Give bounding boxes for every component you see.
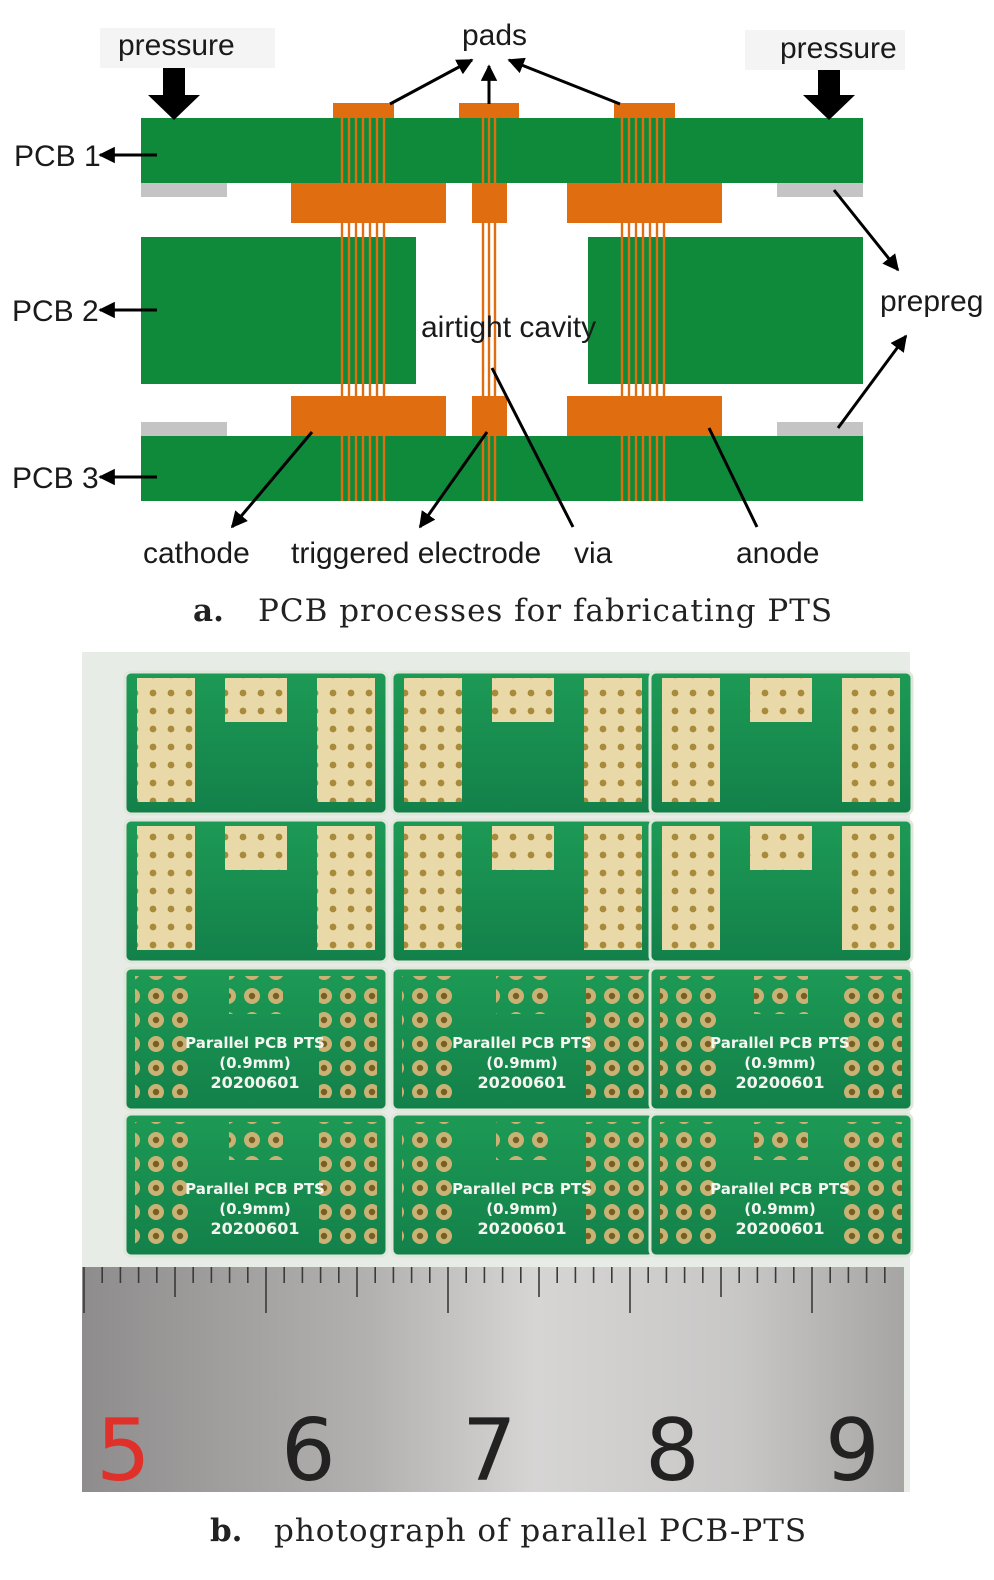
board-silkscreen-text: 20200601 [735, 1219, 824, 1238]
ruler-number-7: 7 [462, 1401, 517, 1501]
pad-top-right [614, 103, 675, 118]
board-array: Parallel PCB PTS(0.9mm)20200601Parallel … [123, 670, 914, 1258]
prepreg-bottom-left [141, 422, 227, 436]
caption-b-letter: b. [210, 1513, 242, 1549]
pressure-right-label: pressure [780, 32, 897, 65]
board-silkscreen-text: (0.9mm) [219, 1054, 291, 1072]
pcb-sample-board [648, 818, 914, 964]
airtight-cavity-label: airtight cavity [421, 311, 596, 344]
via-leader-line [490, 367, 575, 528]
anode-leader-line [707, 427, 759, 528]
pcb1-label: PCB 1 [14, 140, 101, 173]
electrode-upper-left [291, 183, 446, 223]
pcb2-right-board [588, 237, 863, 384]
pcb-sample-board [390, 818, 656, 964]
pressure-arrow-left-icon [148, 68, 200, 120]
board-silkscreen-text: 20200601 [210, 1073, 299, 1092]
pcb-sample-board [123, 670, 389, 816]
pcb-sample-board: Parallel PCB PTS (0.9mm)20200601 [648, 1112, 914, 1258]
ruler-body [82, 1267, 904, 1492]
pcb2-left-board [141, 237, 416, 384]
board-silkscreen-text: 20200601 [477, 1219, 566, 1238]
caption-a-text: PCB processes for fabricating PTS [258, 593, 833, 629]
caption-b-text: photograph of parallel PCB-PTS [274, 1513, 807, 1549]
triggered-electrode-label: triggered electrode [291, 537, 541, 570]
board-silkscreen-text: Parallel PCB PTS [452, 1180, 592, 1198]
electrode-upper-right [567, 183, 722, 223]
pcb-sample-board: Parallel PCB PTS (0.9mm)20200601 [123, 1112, 389, 1258]
pcb-diagram: pressure pressure pads PCB 1 PCB 2 PCB 3… [12, 19, 983, 629]
ruler: 5 6 7 8 9 [82, 1267, 904, 1501]
board-silkscreen-text: Parallel PCB PTS [185, 1180, 325, 1198]
board-silkscreen-text: (0.9mm) [486, 1054, 558, 1072]
pts-photograph: Parallel PCB PTS(0.9mm)20200601Parallel … [82, 652, 914, 1501]
board-silkscreen-text: (0.9mm) [744, 1054, 816, 1072]
pressure-right-backdrop [745, 30, 905, 70]
leader-arrows [98, 57, 908, 529]
ruler-number-9: 9 [825, 1401, 880, 1501]
pcb-sample-board: Parallel PCB PTS (0.9mm)20200601 [648, 966, 914, 1112]
board-silkscreen-text: (0.9mm) [486, 1200, 558, 1218]
cathode-label: cathode [143, 537, 250, 570]
caption-a-letter: a. [193, 593, 224, 629]
pad-top-left [333, 103, 394, 118]
ruler-number-8: 8 [645, 1401, 700, 1501]
via-label: via [574, 537, 613, 570]
prepreg-arrow-bottom [836, 334, 908, 429]
pad-top-center [459, 103, 519, 118]
prepreg-arrow-top [832, 189, 900, 272]
ruler-ticks [83, 1267, 886, 1313]
board-silkscreen-text: Parallel PCB PTS [452, 1034, 592, 1052]
board-silkscreen-text: Parallel PCB PTS [185, 1034, 325, 1052]
pads-arrow-right [507, 57, 621, 106]
anode-label: anode [736, 537, 819, 570]
prepreg-bottom-right [777, 422, 863, 436]
prepreg-top-right [777, 183, 863, 197]
board-silkscreen-text: 20200601 [210, 1219, 299, 1238]
ruler-number-6: 6 [281, 1401, 336, 1501]
pads-label: pads [462, 19, 527, 52]
board-silkscreen-text: (0.9mm) [744, 1200, 816, 1218]
cathode-arrow [230, 431, 314, 529]
pressure-left-label: pressure [118, 29, 235, 62]
ruler-number-5: 5 [96, 1401, 151, 1501]
pcb2-label: PCB 2 [12, 295, 99, 328]
pcb3-board [141, 436, 863, 501]
board-silkscreen-text: (0.9mm) [219, 1200, 291, 1218]
pcb-sample-board: Parallel PCB PTS (0.9mm)20200601 [123, 966, 389, 1112]
cathode-electrode [291, 396, 446, 436]
board-silkscreen-text: Parallel PCB PTS [710, 1180, 850, 1198]
pcb1-board [141, 118, 863, 183]
board-silkscreen-text: 20200601 [477, 1073, 566, 1092]
pcb-sample-board [123, 818, 389, 964]
board-silkscreen-text: Parallel PCB PTS [710, 1034, 850, 1052]
pcb-sample-board: Parallel PCB PTS (0.9mm)20200601 [390, 966, 656, 1112]
pressure-arrow-right-icon [803, 70, 855, 120]
electrode-upper-center [472, 183, 507, 223]
pcb3-label: PCB 3 [12, 462, 99, 495]
pcb-sample-board: Parallel PCB PTS (0.9mm)20200601 [390, 1112, 656, 1258]
triggered-electrode [472, 396, 507, 436]
via-group [340, 118, 666, 501]
pcb-sample-board [390, 670, 656, 816]
triggered-electrode-arrow [418, 431, 489, 529]
prepreg-label: prepreg [880, 285, 983, 318]
prepreg-top-left [141, 183, 227, 197]
pads-arrow-left [389, 58, 474, 106]
pcb-sample-board [648, 670, 914, 816]
anode-electrode [567, 396, 722, 436]
pressure-left-backdrop [100, 28, 275, 68]
board-silkscreen-text: 20200601 [735, 1073, 824, 1092]
